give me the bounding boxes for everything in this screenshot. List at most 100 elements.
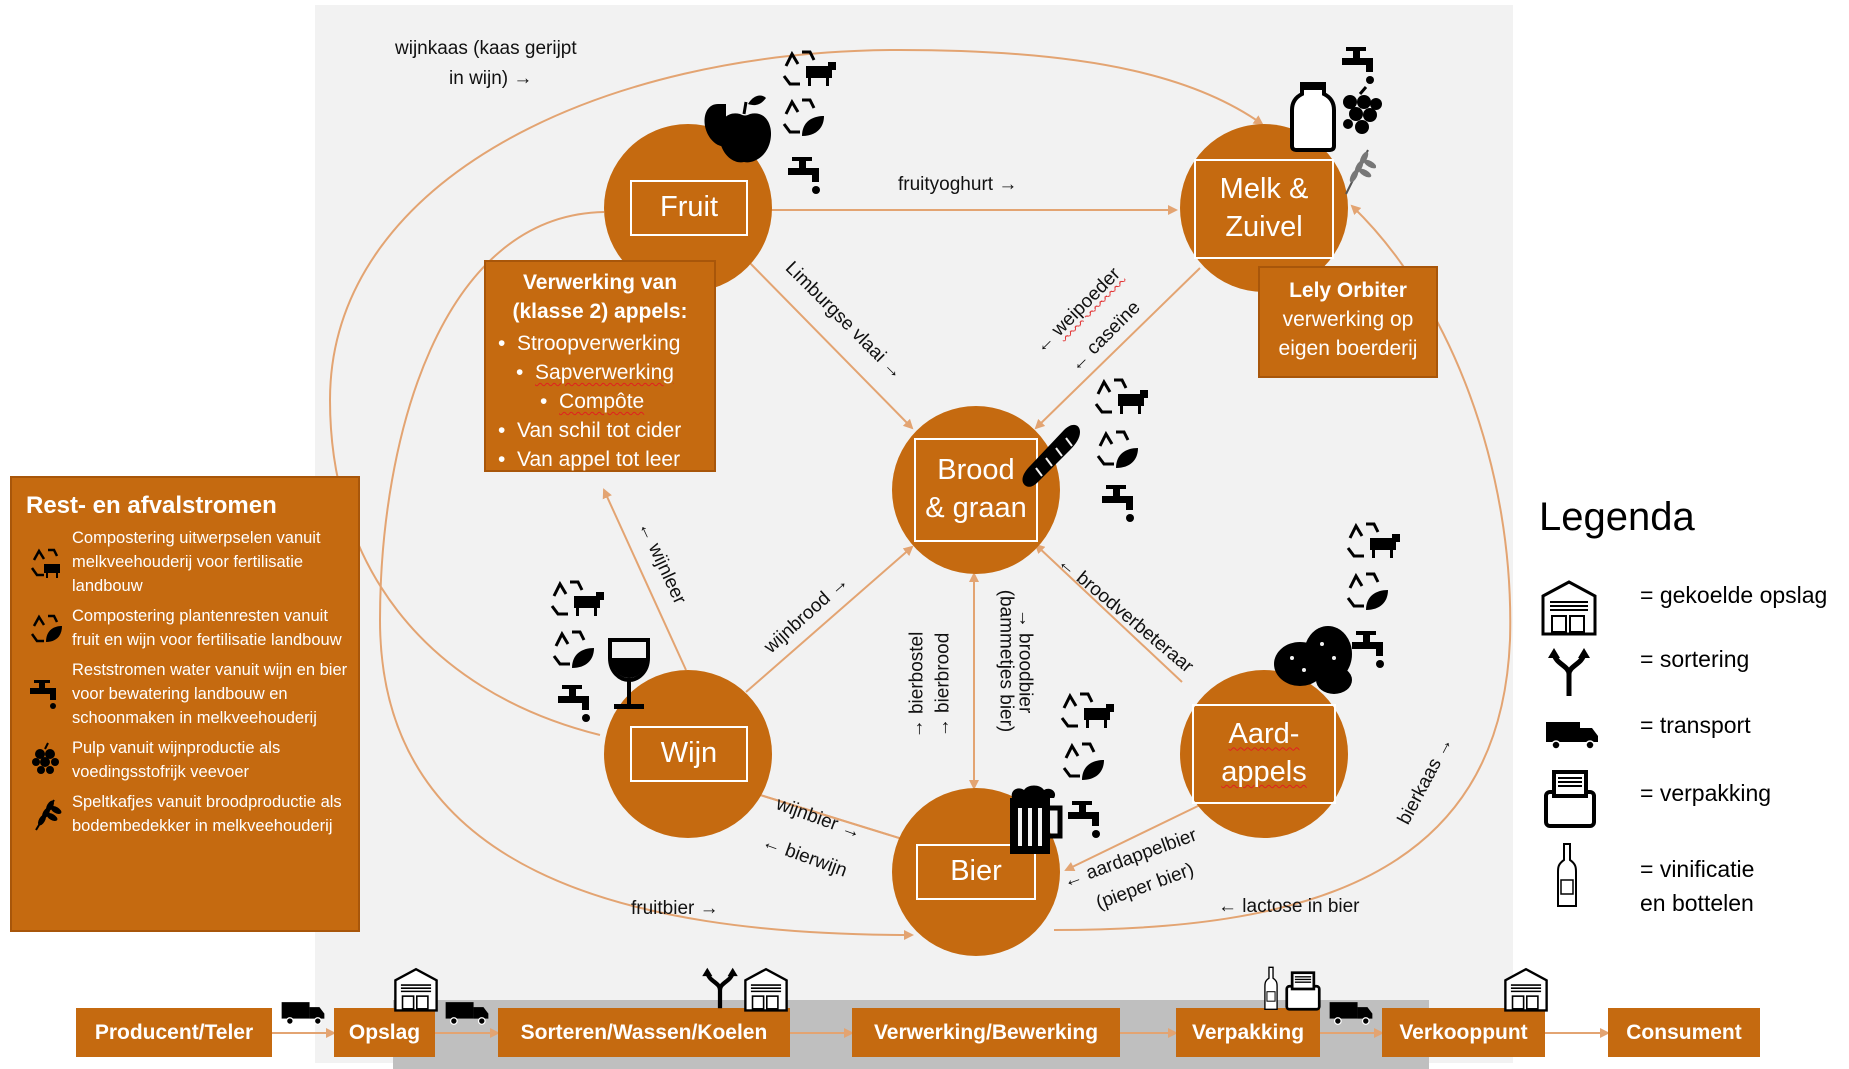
- waste-item-3-text: Reststromen water vanuit wijn en bier vo…: [72, 661, 348, 727]
- apple-pear-icon: [704, 95, 772, 163]
- waste-item-5-text: Speltkafjes vanuit broodproductie als bo…: [72, 793, 342, 835]
- flow-broodbier-2: (bammetjes bier): [995, 589, 1017, 733]
- legend-sorting-text: = sortering: [1640, 646, 1750, 672]
- waste-item-1: Compostering uitwerpselen vanuit melkvee…: [26, 526, 348, 598]
- apple-processing-box: Verwerking van (klasse 2) appels: • Stro…: [484, 260, 716, 472]
- flow-wijnkaas-2: in wijn) →: [449, 68, 533, 89]
- waste-streams-box: Rest- en afvalstromen Compostering uitwe…: [10, 476, 360, 932]
- milk-bottle-icon: [1290, 82, 1336, 152]
- wijnkaas-line: [328, 48, 1264, 736]
- limburgse-vlaai-line: [744, 257, 914, 430]
- apple-item-2-text: Sapverwerking: [535, 360, 674, 384]
- node-melk-zuivel: Melk & Zuivel: [1180, 124, 1348, 292]
- faucet-icon: [1342, 47, 1374, 84]
- apple-item-4-text: Van schil tot cider: [517, 418, 682, 442]
- recycle-leaf-icon: [1346, 572, 1388, 610]
- recycle-leaf-icon: [1062, 742, 1104, 780]
- legend-warehouse-text: = gekoelde opslag: [1640, 582, 1828, 608]
- node-melk-zuivel-label: Melk & Zuivel: [1194, 159, 1334, 259]
- waste-item-3: Reststromen water vanuit wijn en bier vo…: [26, 658, 348, 730]
- brood-line-2: & graan: [925, 492, 1027, 524]
- faucet-icon: [30, 680, 56, 709]
- apple-box-title-2: (klasse 2) appels:: [512, 300, 688, 324]
- aardappels-line-2: appels: [1221, 756, 1307, 788]
- apple-item-3: • Compôte: [540, 389, 645, 413]
- truck-icon: [445, 1002, 489, 1025]
- lactose-line: [1053, 204, 1512, 931]
- sorting-icon: [702, 967, 738, 1009]
- recycle-leaf-icon: [782, 98, 824, 136]
- recycle-cow-icon: [1094, 378, 1148, 414]
- bottle-icon: [1264, 966, 1278, 1010]
- truck-icon: [1329, 1002, 1373, 1025]
- baguette-icon: [1022, 424, 1080, 487]
- flow-bierbrood: → bierbrood: [932, 632, 954, 738]
- flow-wijnkaas-1: wijnkaas (kaas gerijpt: [395, 38, 577, 59]
- legend-title: Legenda: [1539, 495, 1695, 539]
- wheat-icon: [35, 799, 62, 831]
- wijnleer-line: [602, 488, 687, 671]
- melk-line-1: Melk &: [1219, 173, 1309, 206]
- apple-item-1: • Stroopverwerking: [498, 331, 681, 355]
- beer-mug-icon: [1010, 785, 1063, 854]
- melk-line-2: Zuivel: [1225, 211, 1303, 243]
- recycle-cow-icon: [782, 50, 836, 86]
- waste-item-4-text: Pulp vanuit wijnproductie als voedingsst…: [72, 739, 281, 781]
- lely-line-1: verwerking op: [1282, 308, 1414, 332]
- waste-item-4: Pulp vanuit wijnproductie als voedingsst…: [26, 736, 348, 784]
- truck-icon: [1546, 722, 1598, 750]
- waste-item-5: Speltkafjes vanuit broodproductie als bo…: [26, 790, 348, 838]
- warehouse-icon: [744, 967, 788, 1012]
- flow-broodbier-1: → broodbier: [1014, 608, 1036, 714]
- node-wijn: Wijn: [604, 670, 772, 838]
- aardappelbier-line: [1064, 804, 1201, 872]
- warehouse-icon: [1504, 967, 1548, 1012]
- sorting-icon: [1548, 648, 1590, 696]
- package-icon: [1544, 770, 1596, 828]
- recycle-cow-icon: [550, 580, 604, 616]
- lely-line-2: eigen boerderij: [1278, 337, 1418, 361]
- node-bier-label: Bier: [916, 844, 1036, 900]
- warehouse-icon: [1541, 580, 1597, 636]
- waste-title: Rest- en afvalstromen: [26, 492, 277, 519]
- node-brood-graan: Brood & graan: [892, 406, 1060, 574]
- wheat-icon: [1345, 149, 1376, 195]
- node-fruit-label: Fruit: [630, 180, 748, 236]
- wijnbrood-line: [745, 545, 914, 693]
- waste-item-2-text: Compostering plantenresten vanuit fruit …: [72, 607, 342, 649]
- chain-producent: Producent/Teler: [76, 1008, 272, 1057]
- chain-verwerking: Verwerking/Bewerking: [852, 1008, 1120, 1057]
- node-aardappels: Aard- appels: [1180, 670, 1348, 838]
- recycle-cow-icon: [1346, 522, 1400, 558]
- recycle-leaf-icon: [1096, 430, 1138, 468]
- apple-item-5: • Van appel tot leer: [498, 447, 681, 471]
- waste-item-1-text: Compostering uitwerpselen vanuit melkvee…: [72, 529, 321, 595]
- potatoes-icon: [1274, 626, 1352, 694]
- warehouse-icon: [394, 967, 438, 1012]
- chain-verpakking: Verpakking: [1176, 1008, 1320, 1057]
- recycle-leaf-icon: [552, 630, 594, 668]
- waste-item-2: Compostering plantenresten vanuit fruit …: [26, 604, 348, 652]
- chain-consument: Consument: [1608, 1008, 1760, 1057]
- faucet-icon: [1102, 485, 1134, 522]
- apple-item-5-text: Van appel tot leer: [517, 447, 681, 471]
- lely-orbiter-box: Lely Orbiter verwerking op eigen boerder…: [1258, 266, 1438, 378]
- legend-bottle-text-2: en bottelen: [1640, 890, 1754, 916]
- apple-box-title-1: Verwerking van: [522, 271, 678, 294]
- faucet-icon: [1068, 801, 1100, 838]
- node-wijn-label: Wijn: [630, 726, 748, 782]
- brood-line-1: Brood: [937, 454, 1015, 487]
- recycle-leaf-icon: [30, 614, 62, 643]
- weipoeder-line: [1034, 267, 1201, 430]
- faucet-icon: [1352, 631, 1384, 668]
- apple-item-3-text: Compôte: [559, 389, 645, 413]
- bottle-icon: [1557, 843, 1577, 907]
- faucet-icon: [788, 157, 820, 194]
- bierwijn-line: [742, 787, 913, 843]
- package-icon: [1285, 971, 1321, 1011]
- grapes-icon: [32, 742, 59, 774]
- node-aardappels-label: Aard- appels: [1192, 704, 1336, 804]
- grapes-icon: [1343, 86, 1382, 134]
